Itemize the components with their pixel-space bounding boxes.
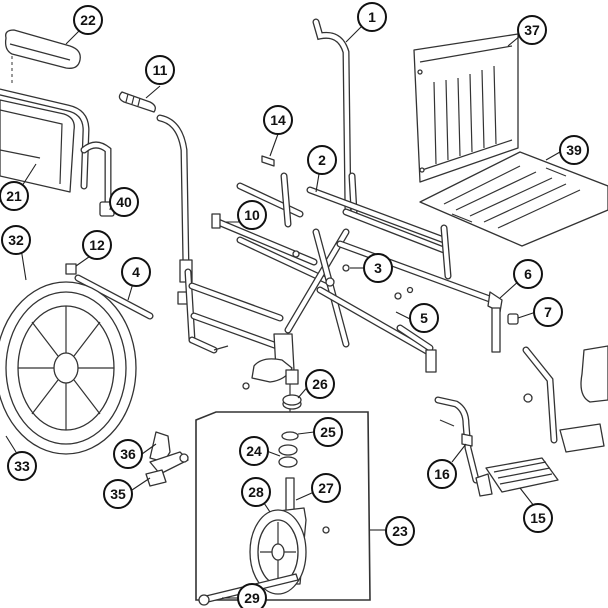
svg-text:12: 12 (89, 237, 105, 253)
callout-32: 32 (1, 225, 31, 255)
callout-15: 15 (523, 503, 553, 533)
callout-37: 37 (517, 15, 547, 45)
svg-text:36: 36 (120, 446, 136, 462)
right-footrest (522, 345, 608, 453)
svg-text:3: 3 (374, 260, 382, 276)
svg-text:35: 35 (110, 486, 126, 502)
svg-text:11: 11 (153, 62, 168, 78)
footplate (475, 457, 559, 497)
left-side-frame (184, 268, 299, 385)
svg-text:32: 32 (8, 232, 24, 248)
footrest-clamp (487, 291, 503, 353)
callout-29: 29 (237, 583, 267, 608)
hand-grip (118, 91, 156, 113)
upper-rails (236, 172, 334, 286)
svg-text:33: 33 (14, 458, 30, 474)
svg-text:10: 10 (244, 207, 260, 223)
callout-24: 24 (239, 436, 269, 466)
callout-36: 36 (113, 439, 143, 469)
wheel-lock (145, 431, 189, 487)
callout-35: 35 (103, 479, 133, 509)
callout-12: 12 (82, 230, 112, 260)
svg-text:24: 24 (246, 443, 262, 459)
right-side-frame (306, 186, 502, 373)
callout-10: 10 (237, 200, 267, 230)
svg-text:37: 37 (524, 22, 540, 38)
rear-wheel (0, 281, 137, 455)
callout-40: 40 (109, 187, 139, 217)
svg-text:26: 26 (312, 376, 328, 392)
callout-22: 22 (73, 5, 103, 35)
caster-bearings (278, 444, 298, 468)
svg-text:6: 6 (524, 266, 532, 282)
caster-wheel (249, 509, 307, 595)
svg-text:14: 14 (270, 112, 286, 128)
callout-21: 21 (0, 181, 29, 211)
svg-text:39: 39 (566, 142, 582, 158)
back-upholstery (413, 33, 519, 183)
svg-text:16: 16 (434, 466, 450, 482)
leader-lines (5, 25, 561, 599)
callout-7: 7 (533, 297, 563, 327)
cross-brace (284, 228, 350, 348)
svg-text:7: 7 (544, 304, 552, 320)
svg-text:1: 1 (368, 9, 376, 25)
callout-23: 23 (385, 516, 415, 546)
svg-text:25: 25 (320, 424, 336, 440)
small-screws (292, 250, 414, 300)
callout-14: 14 (263, 105, 293, 135)
callout-1: 1 (357, 2, 387, 32)
footrest-hanger (434, 396, 480, 484)
caster-washer (281, 431, 299, 441)
svg-text:5: 5 (420, 310, 428, 326)
caster-bearing-top (282, 394, 302, 410)
callout-5: 5 (409, 303, 439, 333)
callout-28: 28 (241, 477, 271, 507)
callout-6: 6 (513, 259, 543, 289)
seat-upholstery (419, 151, 608, 247)
spacer (261, 155, 275, 167)
svg-text:4: 4 (132, 264, 140, 280)
svg-text:21: 21 (6, 188, 22, 204)
svg-text:29: 29 (244, 590, 260, 606)
frame-bolt (213, 345, 250, 390)
callout-27: 27 (311, 473, 341, 503)
side-panel-armrest (0, 88, 112, 214)
svg-text:28: 28 (248, 484, 264, 500)
svg-text:15: 15 (530, 510, 546, 526)
armrest-pad (4, 29, 81, 86)
clamp-knob (507, 313, 519, 325)
callout-39: 39 (559, 135, 589, 165)
callout-26: 26 (305, 369, 335, 399)
svg-text:2: 2 (318, 152, 326, 168)
callout-11: 11 (145, 55, 175, 85)
callout-33: 33 (7, 451, 37, 481)
right-back-post (312, 18, 358, 216)
svg-text:23: 23 (392, 523, 408, 539)
callout-25: 25 (313, 417, 343, 447)
seat-rail-4 (65, 263, 154, 320)
callout-16: 16 (427, 459, 457, 489)
callout-2: 2 (307, 145, 337, 175)
callout-4: 4 (121, 257, 151, 287)
callout-3: 3 (363, 253, 393, 283)
svg-text:40: 40 (116, 194, 132, 210)
svg-text:22: 22 (80, 12, 96, 28)
svg-text:27: 27 (318, 480, 334, 496)
